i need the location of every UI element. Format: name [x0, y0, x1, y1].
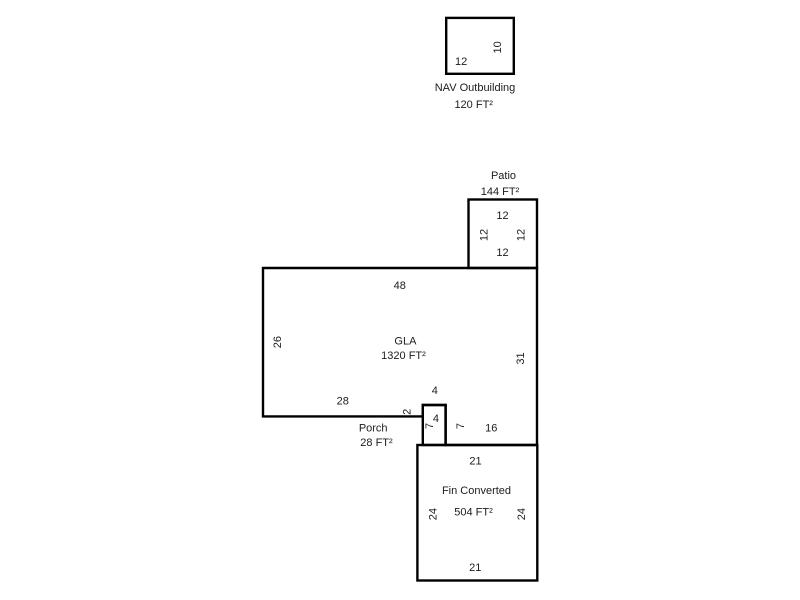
svg-text:4: 4	[433, 413, 439, 425]
svg-text:12: 12	[496, 210, 508, 222]
svg-text:7: 7	[455, 423, 467, 429]
svg-text:7: 7	[424, 423, 436, 429]
svg-text:Porch: Porch	[359, 422, 388, 434]
svg-text:Fin Converted: Fin Converted	[442, 485, 511, 497]
svg-text:21: 21	[469, 456, 481, 468]
svg-text:NAV Outbuilding: NAV Outbuilding	[435, 82, 516, 94]
svg-text:26: 26	[272, 336, 284, 348]
svg-text:144 FT²: 144 FT²	[481, 186, 520, 198]
svg-text:1320 FT²: 1320 FT²	[381, 350, 426, 362]
svg-text:28 FT²: 28 FT²	[360, 437, 393, 449]
svg-text:10: 10	[492, 41, 504, 53]
svg-text:12: 12	[455, 56, 467, 68]
svg-text:12: 12	[478, 229, 490, 241]
svg-text:12: 12	[496, 247, 508, 259]
svg-text:21: 21	[469, 562, 481, 574]
svg-text:Patio: Patio	[491, 170, 516, 182]
svg-text:16: 16	[485, 422, 497, 434]
svg-text:12: 12	[516, 229, 528, 241]
svg-text:28: 28	[337, 396, 349, 408]
svg-text:24: 24	[516, 508, 528, 520]
svg-text:GLA: GLA	[394, 335, 417, 347]
svg-text:120 FT²: 120 FT²	[454, 99, 493, 111]
svg-text:4: 4	[432, 385, 438, 397]
svg-text:24: 24	[428, 508, 440, 520]
svg-text:2: 2	[402, 409, 414, 415]
svg-text:504 FT²: 504 FT²	[454, 506, 493, 518]
svg-text:31: 31	[515, 352, 527, 364]
svg-text:48: 48	[394, 280, 406, 292]
